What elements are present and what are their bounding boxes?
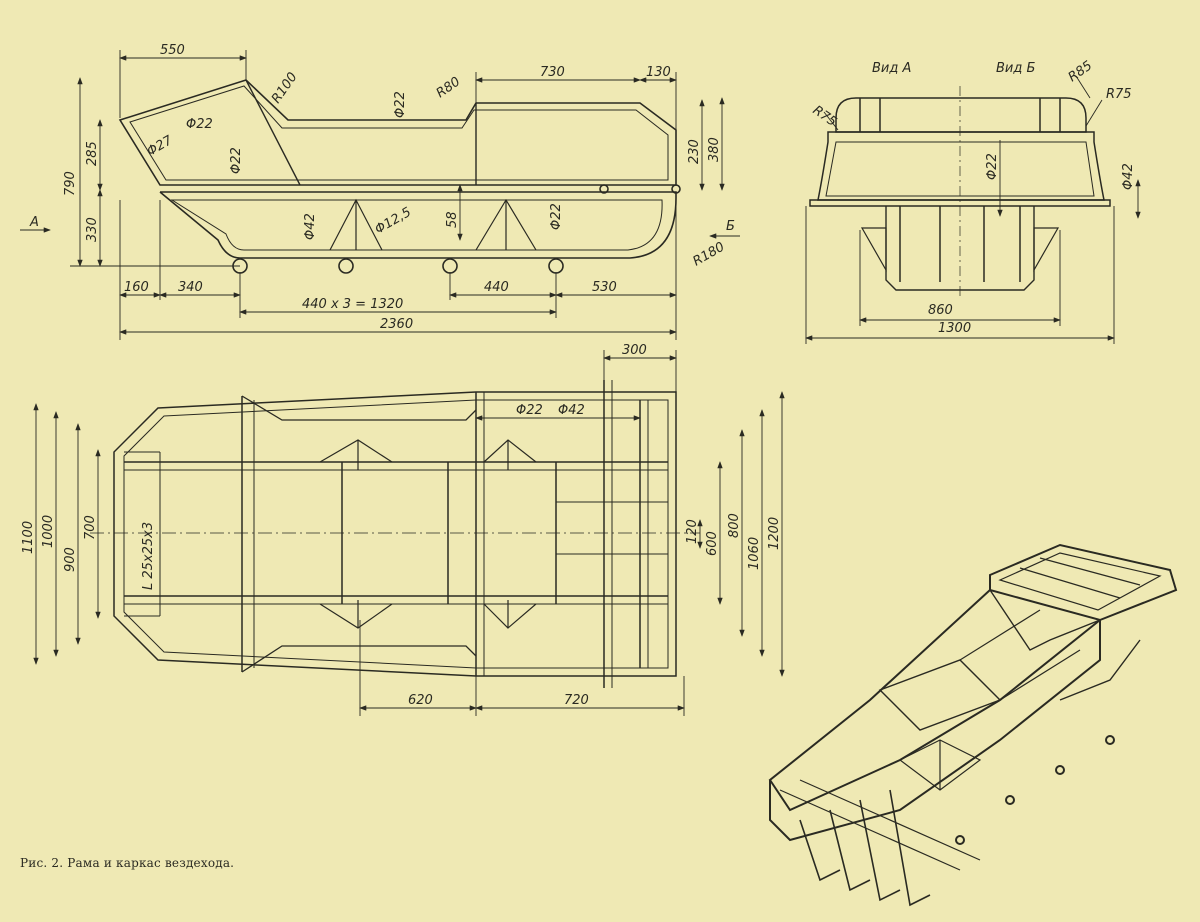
dim-1300: 1300	[938, 321, 971, 336]
side-dimension-labels: 550 730 130 R100 R80 Φ22 Φ27 Φ22 Φ22 Φ22…	[29, 43, 735, 332]
dim-720: 720	[564, 693, 589, 708]
dim-r100: R100	[269, 70, 301, 106]
view-arrow-b: Б	[726, 219, 735, 234]
dim-700: 700	[83, 515, 98, 540]
dim-300: 300	[622, 343, 647, 358]
dim-1100: 1100	[21, 521, 36, 554]
dim-380: 380	[707, 137, 722, 162]
dim-58: 58	[445, 211, 460, 228]
figure-caption: Рис. 2. Рама и каркас вездехода.	[20, 856, 235, 870]
label-view-a: Вид А	[872, 61, 911, 76]
dim-phi27: Φ27	[145, 133, 176, 160]
dim-900: 900	[63, 547, 78, 572]
dim-120: 120	[685, 519, 700, 544]
dim-phi22-top: Φ22	[186, 117, 213, 132]
dim-angle-profile: L 25x25x3	[141, 522, 156, 590]
dim-phi42: Φ42	[303, 213, 318, 240]
dim-phi22-front: Φ22	[985, 153, 1000, 180]
dim-phi22-mid: Φ22	[393, 91, 408, 118]
dim-phi42-plan: Φ42	[558, 403, 585, 418]
front-view	[809, 86, 1111, 300]
dim-phi22-seat: Φ22	[229, 147, 244, 174]
dim-1200: 1200	[767, 517, 782, 550]
dim-130: 130	[646, 65, 671, 80]
dim-phi125: Φ12,5	[373, 205, 414, 238]
plan-dimensions	[33, 350, 785, 716]
dim-phi22-plan: Φ22	[516, 403, 543, 418]
dim-440: 440	[484, 280, 509, 295]
dim-1000: 1000	[41, 515, 56, 548]
front-dimensions	[805, 75, 1141, 344]
dim-620: 620	[408, 693, 433, 708]
dim-r80: R80	[434, 74, 464, 101]
dim-550: 550	[160, 43, 185, 58]
dim-phi22-rear: Φ22	[549, 203, 564, 230]
side-frame-inner	[129, 85, 669, 181]
front-dimension-labels: Вид А Вид Б R85 R75 R75 Φ22 Φ42 860 1300	[810, 58, 1136, 336]
side-runner	[159, 191, 677, 259]
dim-r75-right: R75	[1106, 87, 1132, 102]
dim-1060: 1060	[747, 537, 762, 570]
dim-800: 800	[727, 513, 742, 538]
dim-730: 730	[540, 65, 565, 80]
dim-phi42-front: Φ42	[1121, 163, 1136, 190]
plan-outer-frame	[113, 391, 677, 677]
dim-530: 530	[592, 280, 617, 295]
dim-r85: R85	[1066, 58, 1096, 85]
dim-1320: 440 x 3 = 1320	[302, 297, 403, 312]
plan-view	[90, 380, 700, 688]
dim-285: 285	[85, 141, 100, 166]
side-frame-outline	[118, 79, 677, 186]
dim-600: 600	[705, 531, 720, 556]
isometric-view	[768, 543, 1178, 907]
dim-230: 230	[687, 139, 702, 164]
side-dimensions	[20, 50, 740, 340]
plan-dimension-labels: 300 Φ22 Φ42 1100 1000 900 700 L 25x25x3 …	[21, 343, 782, 708]
dim-860: 860	[928, 303, 953, 318]
dim-160: 160	[124, 280, 149, 295]
dim-340: 340	[178, 280, 203, 295]
dim-2360: 2360	[380, 317, 413, 332]
front-top-rail	[835, 97, 1087, 133]
view-arrow-a: А	[29, 215, 39, 230]
dim-330: 330	[85, 217, 100, 242]
dim-790: 790	[63, 171, 78, 196]
dim-r180: R180	[691, 240, 728, 270]
label-view-b: Вид Б	[996, 61, 1035, 76]
